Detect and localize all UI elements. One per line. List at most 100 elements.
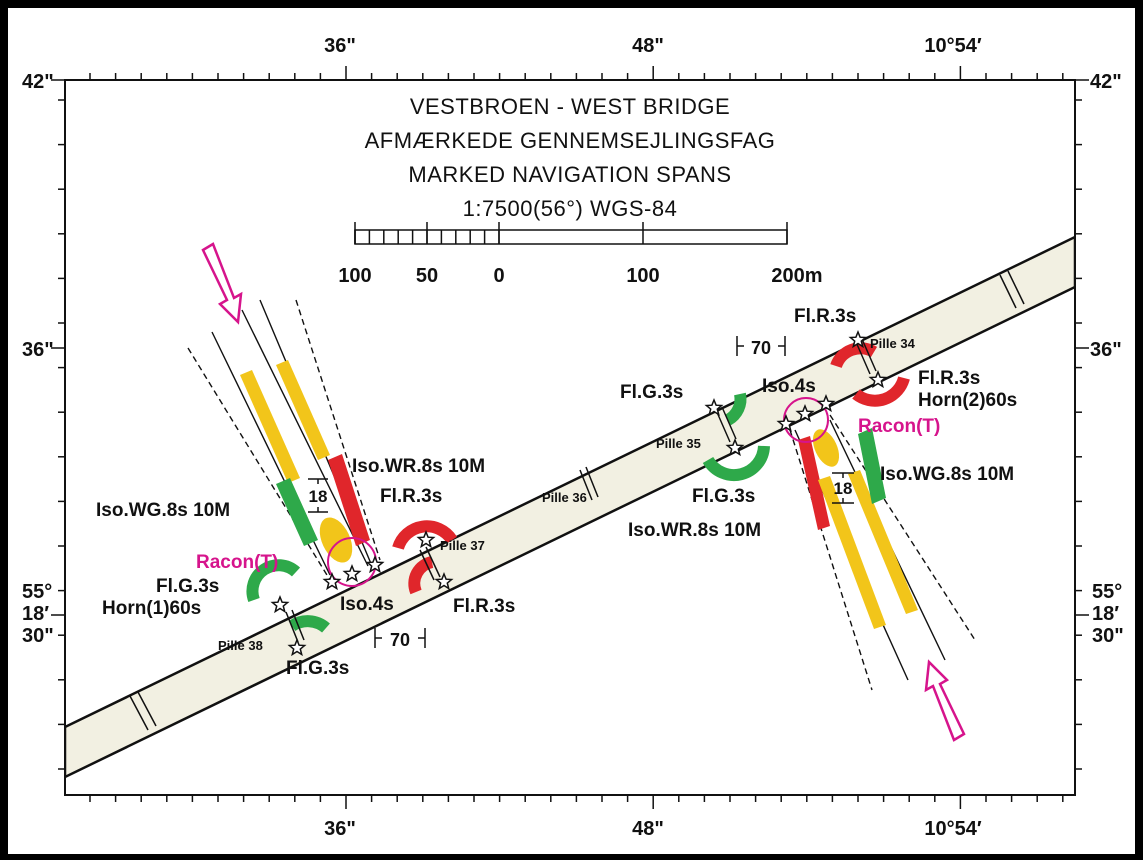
arc-green-lower-east	[702, 445, 770, 482]
west-iso-light-label: Iso.4s	[340, 594, 394, 615]
right-lat-sec: 30"	[1092, 625, 1124, 647]
nav-arrow-west	[201, 242, 243, 325]
arc-green-pille38	[288, 615, 330, 633]
west-yellow-sector	[319, 517, 353, 563]
east-fl-g-upper-label: Fl.G.3s	[620, 382, 683, 403]
west-width-70: 70	[390, 630, 410, 650]
east-width-70: 70	[751, 338, 771, 358]
left-lat-min: 18′	[22, 603, 49, 625]
pille-34-label: Pille 34	[870, 336, 916, 351]
arc-red-top-east	[830, 342, 878, 369]
top-coord-48: 48"	[632, 35, 664, 57]
title-block: VESTBROEN - WEST BRIDGE AFMÆRKEDE GENNEM…	[365, 94, 776, 221]
west-racon-label: Racon(T)	[196, 552, 278, 573]
scale-label-50: 50	[416, 265, 438, 287]
light-star-icon	[270, 594, 290, 614]
west-green-band	[276, 478, 318, 546]
scale-bar-labels: 100 50 0 100 200m	[338, 265, 822, 287]
pille-37-label: Pille 37	[440, 538, 485, 553]
bridge-joint-right-a	[999, 274, 1017, 309]
light-star-icon	[816, 393, 836, 413]
west-yellow-band-right	[276, 360, 330, 460]
arc-green-upper-east	[724, 392, 747, 426]
top-coord-36: 36"	[324, 35, 356, 57]
east-width-18: 18	[834, 479, 853, 498]
scale-label-200m: 200m	[771, 265, 822, 287]
light-star-icon	[342, 563, 362, 583]
light-star-icon	[776, 413, 796, 433]
arc-red-horn2	[852, 376, 910, 407]
west-red-band	[328, 454, 370, 546]
scale-label-100-left: 100	[338, 265, 371, 287]
light-star-icon	[322, 571, 342, 591]
east-racon-label: Racon(T)	[858, 416, 940, 437]
west-iso-wg-label: Iso.WG.8s 10M	[96, 500, 230, 521]
left-coord-36: 36"	[22, 339, 54, 361]
pier-arcs	[246, 342, 910, 633]
left-lat-deg: 55°	[22, 581, 52, 603]
light-star-icon	[416, 529, 436, 549]
light-star-icon	[868, 369, 888, 389]
east-iso-light-label: Iso.4s	[762, 376, 816, 397]
arc-red-lower-west	[408, 556, 434, 595]
light-star-icon	[434, 571, 454, 591]
west-yellow-band-left	[240, 370, 300, 483]
scale-bar	[354, 222, 788, 245]
west-fl-g-lower-label: Fl.G.3s	[286, 658, 349, 679]
nav-arrow-east-shape	[924, 659, 966, 742]
east-iso-wg-label: Iso.WG.8s 10M	[880, 464, 1014, 485]
scale-label-0: 0	[493, 265, 504, 287]
left-lat-sec: 30"	[22, 625, 54, 647]
arc-green-horn1	[246, 559, 301, 603]
west-fl-g-horn-line1: Fl.G.3s	[156, 576, 219, 597]
left-coord-42: 42"	[22, 71, 54, 93]
bottom-coord-48: 48"	[632, 818, 664, 840]
scale-bar-ticks	[354, 222, 788, 244]
graticule-ticks	[51, 66, 1089, 809]
bridge-joint-left-a	[129, 695, 149, 731]
pille-36-label: Pille 36	[542, 490, 587, 505]
bottom-coord-lon: 10°54′	[924, 818, 981, 840]
east-iso-wr-label: Iso.WR.8s 10M	[628, 520, 761, 541]
right-lat-deg: 55°	[1092, 581, 1122, 603]
width-markers	[308, 336, 854, 648]
east-yellow-band-left	[818, 476, 886, 629]
bottom-coord-36: 36"	[324, 818, 356, 840]
east-fl-r-horn-line1: Fl.R.3s	[918, 368, 980, 389]
right-coord-36: 36"	[1090, 339, 1122, 361]
light-star-icon	[725, 437, 745, 457]
right-lat-min: 18′	[1092, 603, 1119, 625]
light-star-icon	[287, 637, 307, 657]
east-fl-r-top-label: Fl.R.3s	[794, 306, 856, 327]
west-width-18: 18	[309, 487, 328, 506]
west-sector-bands	[240, 360, 370, 563]
pille-38-label: Pille 38	[218, 638, 263, 653]
width-labels: 70 70 18 18	[309, 338, 853, 650]
scale-label-100: 100	[626, 265, 659, 287]
arc-red-upper-west	[392, 520, 458, 551]
coordinate-labels: 36" 48" 10°54′ 36" 48" 10°54′ 42" 42" 36…	[22, 35, 1124, 840]
east-fl-r-horn-line2: Horn(2)60s	[918, 390, 1017, 411]
pille-35-label: Pille 35	[656, 436, 701, 451]
light-star-icon	[795, 403, 815, 423]
nav-arrow-east	[924, 659, 966, 742]
right-coord-42: 42"	[1090, 71, 1122, 93]
west-fl-r-upper-label: Fl.R.3s	[380, 486, 442, 507]
light-stars	[270, 329, 888, 657]
east-span-labels: Racon(T) Iso.4s Iso.WR.8s 10M Iso.WG.8s …	[620, 306, 1017, 541]
bridge-joint-left-b	[137, 691, 157, 727]
east-fl-g-lower-label: Fl.G.3s	[692, 486, 755, 507]
pier-lines	[285, 338, 877, 643]
west-iso-wr-label: Iso.WR.8s 10M	[352, 456, 485, 477]
title-line-2: AFMÆRKEDE GENNEMSEJLINGSFAG	[365, 128, 776, 153]
light-star-icon	[704, 397, 724, 417]
nav-arrow-west-shape	[201, 242, 243, 325]
bridge-joint-right-b	[1007, 270, 1025, 305]
title-line-4: 1:7500(56°) WGS-84	[463, 196, 678, 221]
title-line-3: MARKED NAVIGATION SPANS	[408, 162, 731, 187]
west-span-labels: Racon(T) Iso.4s Iso.WR.8s 10M Iso.WG.8s …	[96, 456, 587, 679]
east-green-band	[858, 428, 886, 504]
light-star-icon	[848, 329, 868, 349]
east-red-band	[798, 436, 830, 530]
